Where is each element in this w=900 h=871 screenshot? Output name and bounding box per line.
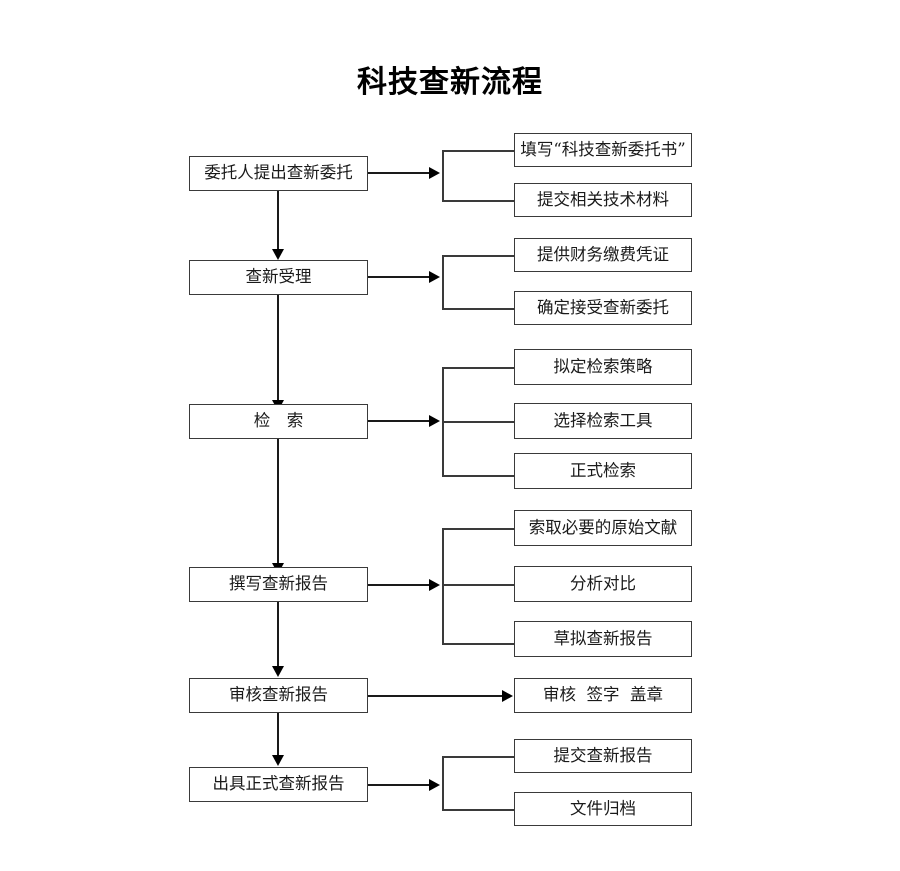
substep-box-4-1[interactable]: 索取必要的原始文献 (514, 510, 692, 546)
arrow-stage-2 (429, 271, 440, 283)
bracket-vertical-6 (442, 756, 444, 809)
bracket-branch-3-1 (442, 367, 514, 369)
stage-box-5[interactable]: 审核查新报告 (189, 678, 368, 713)
connector-stage-2-to-bracket (368, 276, 431, 279)
bracket-branch-1-1 (442, 150, 514, 152)
substep-box-6-1[interactable]: 提交查新报告 (514, 739, 692, 773)
arrow-stem-1-to-2 (272, 249, 284, 260)
stage-box-3[interactable]: 检 索 (189, 404, 368, 439)
bracket-branch-3-3 (442, 475, 514, 477)
substep-box-4-3[interactable]: 草拟查新报告 (514, 621, 692, 657)
page-title: 科技查新流程 (357, 65, 543, 100)
substep-box-3-1[interactable]: 拟定检索策略 (514, 349, 692, 385)
bracket-branch-4-2 (442, 584, 514, 586)
arrow-stem-5-to-6 (272, 755, 284, 766)
bracket-vertical-1 (442, 150, 444, 200)
substep-box-3-2[interactable]: 选择检索工具 (514, 403, 692, 439)
substep-box-1-1[interactable]: 填写“科技查新委托书” (514, 133, 692, 167)
bracket-vertical-2 (442, 255, 444, 308)
substep-box-3-3[interactable]: 正式检索 (514, 453, 692, 489)
stem-3-to-4 (277, 439, 280, 563)
arrow-stem-4-to-5 (272, 666, 284, 677)
stem-4-to-5 (277, 602, 280, 675)
substep-box-2-2[interactable]: 确定接受查新委托 (514, 291, 692, 325)
stem-2-to-3 (277, 295, 280, 400)
bracket-branch-4-1 (442, 528, 514, 530)
substep-box-5-1[interactable]: 审核 签字 盖章 (514, 678, 692, 713)
bracket-branch-3-2 (442, 421, 514, 423)
connector-stage-3-to-bracket (368, 420, 431, 423)
bracket-branch-2-2 (442, 308, 514, 310)
bracket-branch-1-2 (442, 200, 514, 202)
bracket-branch-2-1 (442, 255, 514, 257)
arrow-stage-6 (429, 779, 440, 791)
substep-box-1-2[interactable]: 提交相关技术材料 (514, 183, 692, 217)
stage-box-1[interactable]: 委托人提出查新委托 (189, 156, 368, 191)
stem-1-to-2 (277, 191, 280, 249)
connector-stage-5-to-sub (368, 695, 504, 698)
connector-stage-1-to-bracket (368, 172, 431, 175)
arrow-stage-3 (429, 415, 440, 427)
bracket-branch-6-1 (442, 756, 514, 758)
stage-box-4[interactable]: 撰写查新报告 (189, 567, 368, 602)
substep-box-2-1[interactable]: 提供财务缴费凭证 (514, 238, 692, 272)
substep-box-6-2[interactable]: 文件归档 (514, 792, 692, 826)
connector-stage-6-to-bracket (368, 784, 431, 787)
stage-box-6[interactable]: 出具正式查新报告 (189, 767, 368, 802)
arrow-stage-4 (429, 579, 440, 591)
stem-5-to-6 (277, 713, 280, 764)
arrow-stage-5 (502, 690, 513, 702)
substep-box-4-2[interactable]: 分析对比 (514, 566, 692, 602)
connector-stage-4-to-bracket (368, 584, 431, 587)
bracket-branch-6-2 (442, 809, 514, 811)
arrow-stage-1 (429, 167, 440, 179)
stage-box-2[interactable]: 查新受理 (189, 260, 368, 295)
bracket-branch-4-3 (442, 643, 514, 645)
